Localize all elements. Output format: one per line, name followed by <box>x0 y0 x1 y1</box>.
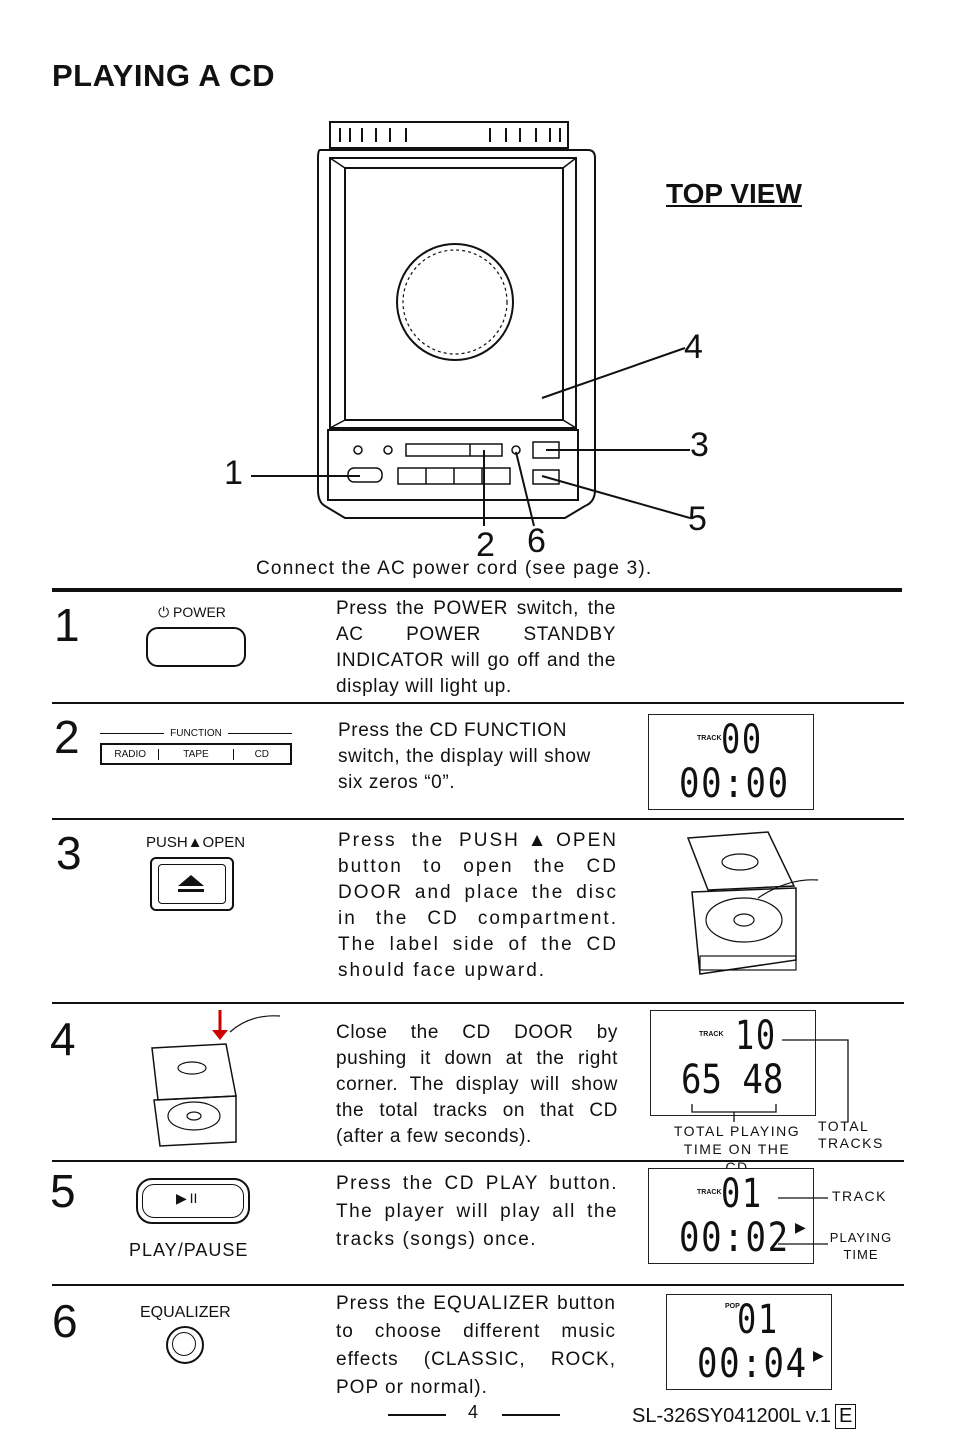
connect-instruction: Connect the AC power cord (see page 3). <box>256 558 653 579</box>
step-number: 4 <box>50 1013 76 1065</box>
lcd-display: TRACK 10 65 48 <box>650 1010 816 1116</box>
cd-loading-illustration <box>686 831 819 975</box>
function-option-tape: TAPE <box>159 748 234 760</box>
lcd-time-digits: 65 48 <box>681 1057 784 1103</box>
lcd-display: TRACK 01 00:02 ▶ <box>648 1168 814 1264</box>
callout-4: 4 <box>684 328 703 366</box>
play-pause-button: ▶ II <box>136 1178 250 1224</box>
step-number: 2 <box>54 711 80 763</box>
callout-3: 3 <box>690 426 709 464</box>
step-number: 5 <box>50 1165 76 1217</box>
lcd-display: POP 01 00:04 ▶ <box>666 1294 832 1390</box>
power-icon: ⏻ <box>158 604 170 620</box>
function-label: FUNCTION <box>170 728 222 739</box>
step-divider <box>52 1284 904 1286</box>
track-label: TRACK <box>832 1188 887 1204</box>
cd-door-closing-illustration <box>151 1010 281 1147</box>
step-divider <box>52 1002 904 1004</box>
language-badge: E <box>835 1404 857 1429</box>
callout-6: 6 <box>527 522 546 560</box>
equalizer-label: EQUALIZER <box>140 1304 231 1321</box>
section-divider <box>52 588 902 592</box>
step-number: 6 <box>52 1295 78 1347</box>
step-divider <box>52 1160 904 1162</box>
lcd-display: TRACK 00 00:00 <box>648 714 814 810</box>
lcd-tag: TRACK <box>699 1031 724 1038</box>
lcd-time-digits: 00:00 <box>679 761 790 807</box>
power-button <box>146 627 246 667</box>
device-top-view-illustration <box>251 121 691 527</box>
lcd-tag: POP <box>725 1303 740 1310</box>
step-description: Press the POWER switch, the AC POWER STA… <box>336 598 616 697</box>
push-open-button-graphic: PUSH▲OPEN <box>146 834 246 911</box>
function-option-radio: RADIO <box>102 748 160 760</box>
step-number: 3 <box>56 827 82 879</box>
footer-rule-right <box>502 1414 560 1416</box>
step-description: Close the CD DOOR by pushing it down at … <box>336 1022 618 1147</box>
callout-5: 5 <box>688 500 707 538</box>
lcd-tag: TRACK <box>697 1189 722 1196</box>
power-button-label: POWER <box>173 604 226 620</box>
push-open-label: PUSH▲OPEN <box>146 834 246 851</box>
step-divider <box>52 702 904 704</box>
footer-rule-left <box>388 1414 446 1416</box>
total-tracks-label: TOTAL TRACKS <box>818 1118 884 1151</box>
top-view-heading: TOP VIEW <box>666 178 802 209</box>
play-pause-label: PLAY/PAUSE <box>129 1240 249 1260</box>
step-divider <box>52 818 904 820</box>
lcd-callout-lines <box>778 1197 828 1245</box>
lcd-track-digits: 01 <box>737 1297 779 1343</box>
power-button-graphic: ⏻ POWER <box>146 604 246 667</box>
document-code-text: SL-326SY041200L v.1 <box>632 1405 832 1427</box>
lcd-track-digits: 00 <box>721 717 763 763</box>
lcd-track-digits: 10 <box>735 1013 777 1059</box>
lcd-time-digits: 00:02 <box>679 1215 790 1261</box>
lcd-time-digits: 00:04 <box>697 1341 808 1387</box>
eject-icon <box>178 875 204 892</box>
step-description: Press the EQUALIZER button to choose dif… <box>336 1293 616 1398</box>
push-open-button <box>150 857 234 911</box>
function-option-cd: CD <box>254 748 270 760</box>
step-description: Press the CD FUNCTION switch, the displa… <box>338 720 591 793</box>
play-indicator-icon: ▶ <box>813 1347 824 1363</box>
step-description: Press the CD PLAY button. The player wil… <box>336 1173 618 1250</box>
play-indicator-icon: ▶ <box>795 1219 806 1235</box>
page-number: 4 <box>468 1402 479 1422</box>
function-switch-graphic: FUNCTION RADIO TAPE CD <box>100 728 293 765</box>
equalizer-button <box>166 1326 204 1364</box>
lcd-tag: TRACK <box>697 735 722 742</box>
callout-1: 1 <box>224 454 243 492</box>
page-title: PLAYING A CD <box>52 58 276 93</box>
callout-2: 2 <box>476 526 495 564</box>
lcd-track-digits: 01 <box>721 1171 763 1217</box>
step-number: 1 <box>54 599 80 651</box>
playing-time-label: PLAYING TIME <box>829 1230 893 1262</box>
play-pause-icon: ▶ II <box>176 1190 198 1206</box>
lcd-callout-lines <box>691 1039 849 1122</box>
step-description: Press the PUSH▲OPEN button to open the C… <box>338 830 618 981</box>
